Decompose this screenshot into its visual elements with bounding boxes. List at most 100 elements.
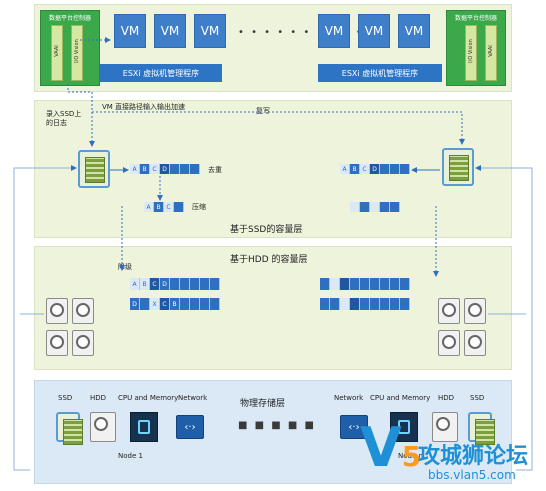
controller-left-col2: I/O Vision bbox=[71, 25, 83, 81]
right-cell bbox=[390, 164, 400, 174]
noden-label-cpu: CPU and Memory bbox=[370, 394, 431, 402]
dedup-cell bbox=[180, 164, 190, 174]
vm-box-4: VM bbox=[318, 14, 350, 48]
hdd-cell bbox=[350, 278, 360, 290]
hdd-cell: C bbox=[150, 278, 160, 290]
node1-network-icon: ‹·› bbox=[176, 415, 204, 439]
compress-cell bbox=[350, 202, 360, 212]
hdd-cell bbox=[170, 278, 180, 290]
hdd-disk-icon bbox=[72, 298, 94, 324]
dedup-cell: A bbox=[130, 164, 140, 174]
hdd-cell bbox=[200, 278, 210, 290]
hdd-cell: D bbox=[160, 278, 170, 290]
hdd-disk-icon bbox=[46, 298, 68, 324]
hdd-cell bbox=[320, 278, 330, 290]
dedup-cell: D bbox=[160, 164, 170, 174]
dedup-cell: C bbox=[150, 164, 160, 174]
controller-right: 数据平台控制器 I/O Vision VAAI bbox=[446, 10, 506, 86]
hdd-cell bbox=[180, 278, 190, 290]
hdd-disk-icon bbox=[464, 330, 486, 356]
ssd-layer-title: 基于SSD的容量层 bbox=[230, 225, 303, 235]
controller-left: 数据平台控制器 VAAI I/O Vision bbox=[40, 10, 100, 86]
node1-label-ssd: SSD bbox=[58, 394, 73, 402]
destage-label: 降级 bbox=[118, 263, 132, 271]
hdd-cell bbox=[340, 278, 350, 290]
hdd-disk-icon bbox=[438, 298, 460, 324]
dedup-cell bbox=[170, 164, 180, 174]
compress-label: 压缩 bbox=[192, 203, 206, 211]
compress-cell bbox=[390, 202, 400, 212]
compress-cell: B bbox=[154, 202, 164, 212]
hdd-cell bbox=[350, 298, 360, 310]
hdd-cell bbox=[210, 298, 220, 310]
compress-cell bbox=[370, 202, 380, 212]
hdd-disk-icon bbox=[46, 330, 68, 356]
compress-cell bbox=[380, 202, 390, 212]
hdd-cell: D bbox=[130, 298, 140, 310]
dedup-cell bbox=[190, 164, 200, 174]
hdd-cell bbox=[360, 298, 370, 310]
right-cell: D bbox=[370, 164, 380, 174]
left-loop-line bbox=[13, 165, 77, 471]
controller-to-ssd-arrow bbox=[67, 84, 95, 147]
vm-box-6: VM bbox=[398, 14, 430, 48]
hdd-cell bbox=[390, 298, 400, 310]
controller-right-col1: I/O Vision bbox=[465, 25, 477, 81]
controller-right-title: 数据平台控制器 bbox=[454, 15, 497, 22]
vm-box-5: VM bbox=[358, 14, 390, 48]
hdd-cell bbox=[190, 298, 200, 310]
dedup-label: 去重 bbox=[208, 166, 222, 174]
vm-box-2: VM bbox=[154, 14, 186, 48]
hdd-strip-right-1 bbox=[320, 278, 410, 290]
node1-label-network: Network bbox=[178, 394, 208, 402]
vm-box-1: VM bbox=[114, 14, 146, 48]
vm-box-3: VM bbox=[194, 14, 226, 48]
hdd-cell bbox=[360, 278, 370, 290]
right-cell: C bbox=[360, 164, 370, 174]
node1-ssd-icon bbox=[56, 412, 83, 445]
physical-layer-title: 物理存储层 bbox=[240, 399, 286, 409]
compress-cell bbox=[174, 202, 184, 212]
noden-name: Node n bbox=[398, 452, 423, 460]
esxi-hypervisor-right: ESXi 虚拟机管理程序 bbox=[318, 64, 442, 82]
right-cell bbox=[400, 164, 410, 174]
node1-cpu-icon bbox=[130, 412, 158, 442]
hdd-cell: B bbox=[140, 278, 150, 290]
hdd-cell bbox=[370, 278, 380, 290]
hdd-cell bbox=[370, 298, 380, 310]
compress-cell: C bbox=[164, 202, 174, 212]
compress-strip-left: A B C bbox=[144, 202, 184, 212]
compress-cell bbox=[360, 202, 370, 212]
vm-direct-io-label: VM 直接路径输入输出加速 bbox=[102, 103, 186, 111]
hdd-cell bbox=[330, 278, 340, 290]
ssd-layer bbox=[34, 100, 512, 238]
controller-right-col2: VAAI bbox=[485, 25, 497, 81]
controller-left-title: 数据平台控制器 bbox=[48, 15, 91, 22]
noden-ssd-icon bbox=[468, 412, 495, 445]
dedup-strip-right: A B C D bbox=[340, 164, 410, 174]
hdd-cell bbox=[210, 278, 220, 290]
hdd-cell bbox=[330, 298, 340, 310]
hdd-cell bbox=[320, 298, 330, 310]
noden-hdd-icon bbox=[432, 412, 458, 442]
hdd-cell bbox=[390, 278, 400, 290]
hdd-cell bbox=[380, 298, 390, 310]
right-cell bbox=[380, 164, 390, 174]
hdd-cell: A bbox=[130, 278, 140, 290]
compress-cell: A bbox=[144, 202, 154, 212]
hdd-cell bbox=[190, 278, 200, 290]
noden-label-ssd: SSD bbox=[470, 394, 485, 402]
hdd-cell bbox=[180, 298, 190, 310]
node1-name: Node 1 bbox=[118, 452, 143, 460]
right-cell: A bbox=[340, 164, 350, 174]
hdd-cell bbox=[400, 278, 410, 290]
hdd-cell bbox=[400, 298, 410, 310]
noden-cpu-icon bbox=[390, 412, 418, 442]
hdd-disk-icon bbox=[464, 298, 486, 324]
hdd-cell bbox=[340, 298, 350, 310]
hdd-strip-right-2 bbox=[320, 298, 410, 310]
replicate-arrow bbox=[92, 111, 465, 145]
replicate-label: 复写 bbox=[256, 107, 270, 115]
esxi-hypervisor-left: ESXi 虚拟机管理程序 bbox=[100, 64, 222, 82]
